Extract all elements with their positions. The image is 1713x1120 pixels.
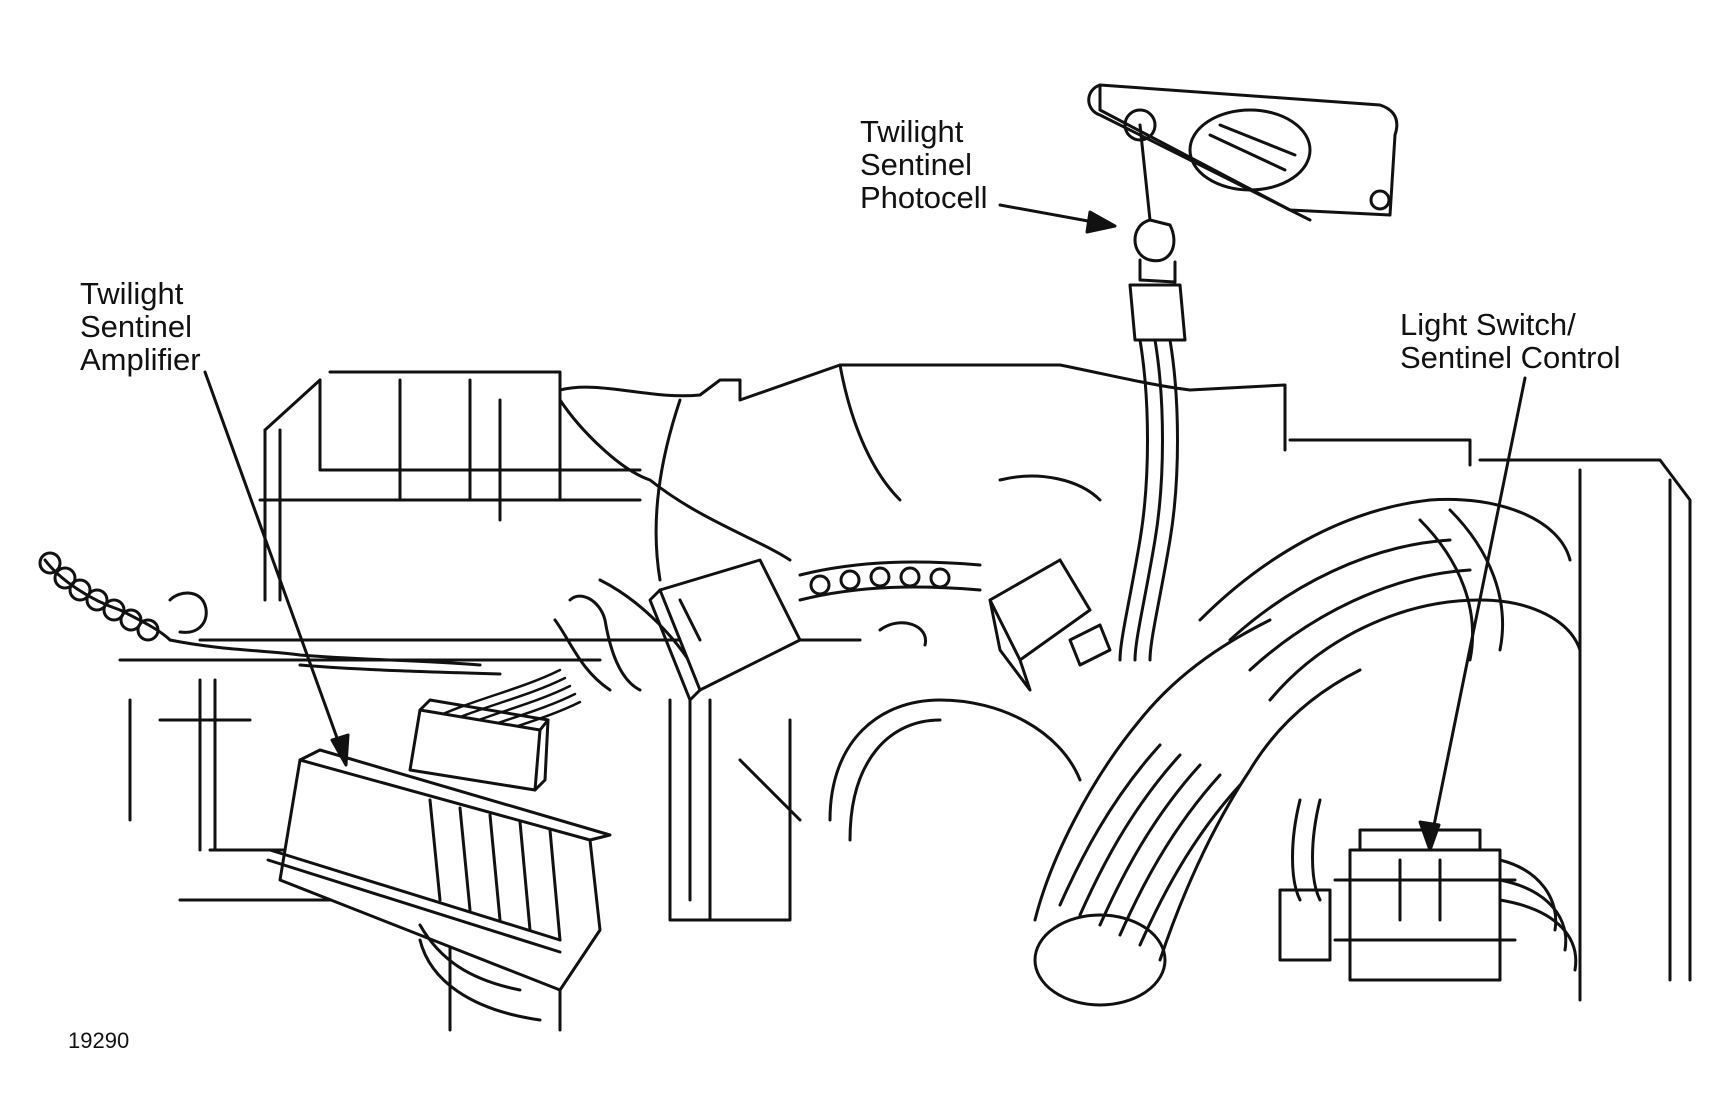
amplifier-label-line-2: Sentinel	[80, 309, 193, 344]
upper-dash-panel	[558, 363, 1692, 1002]
light-switch-label-line-2: Sentinel Control	[1400, 340, 1621, 375]
leader-photocell	[998, 203, 1117, 234]
photocell-label-line-3: Photocell	[860, 180, 988, 215]
light-switch-connector	[1278, 798, 1578, 982]
light-switch-label-line-1: Light Switch/	[1400, 307, 1576, 342]
leader-light-switch	[1418, 376, 1527, 852]
amplifier-connector	[408, 698, 550, 792]
center-harness	[798, 560, 982, 647]
photocell-label-line-2: Sentinel	[860, 147, 973, 182]
photocell-label: Twilight Sentinel Photocell	[860, 115, 988, 214]
left-harness	[38, 551, 502, 676]
light-switch-label: Light Switch/ Sentinel Control	[1400, 308, 1621, 374]
figure-number: 19290	[68, 1028, 130, 1053]
amplifier-label: Twilight Sentinel Amplifier	[80, 277, 201, 376]
amplifier-label-line-3: Amplifier	[80, 342, 201, 377]
center-console	[448, 698, 1082, 1032]
photocell-label-line-1: Twilight	[860, 114, 964, 149]
center-connectors	[648, 558, 1112, 702]
photocell-assembly	[1087, 83, 1399, 662]
amplifier-module	[266, 748, 612, 1022]
amplifier-label-line-1: Twilight	[80, 276, 184, 311]
leader-amplifier	[203, 370, 350, 767]
